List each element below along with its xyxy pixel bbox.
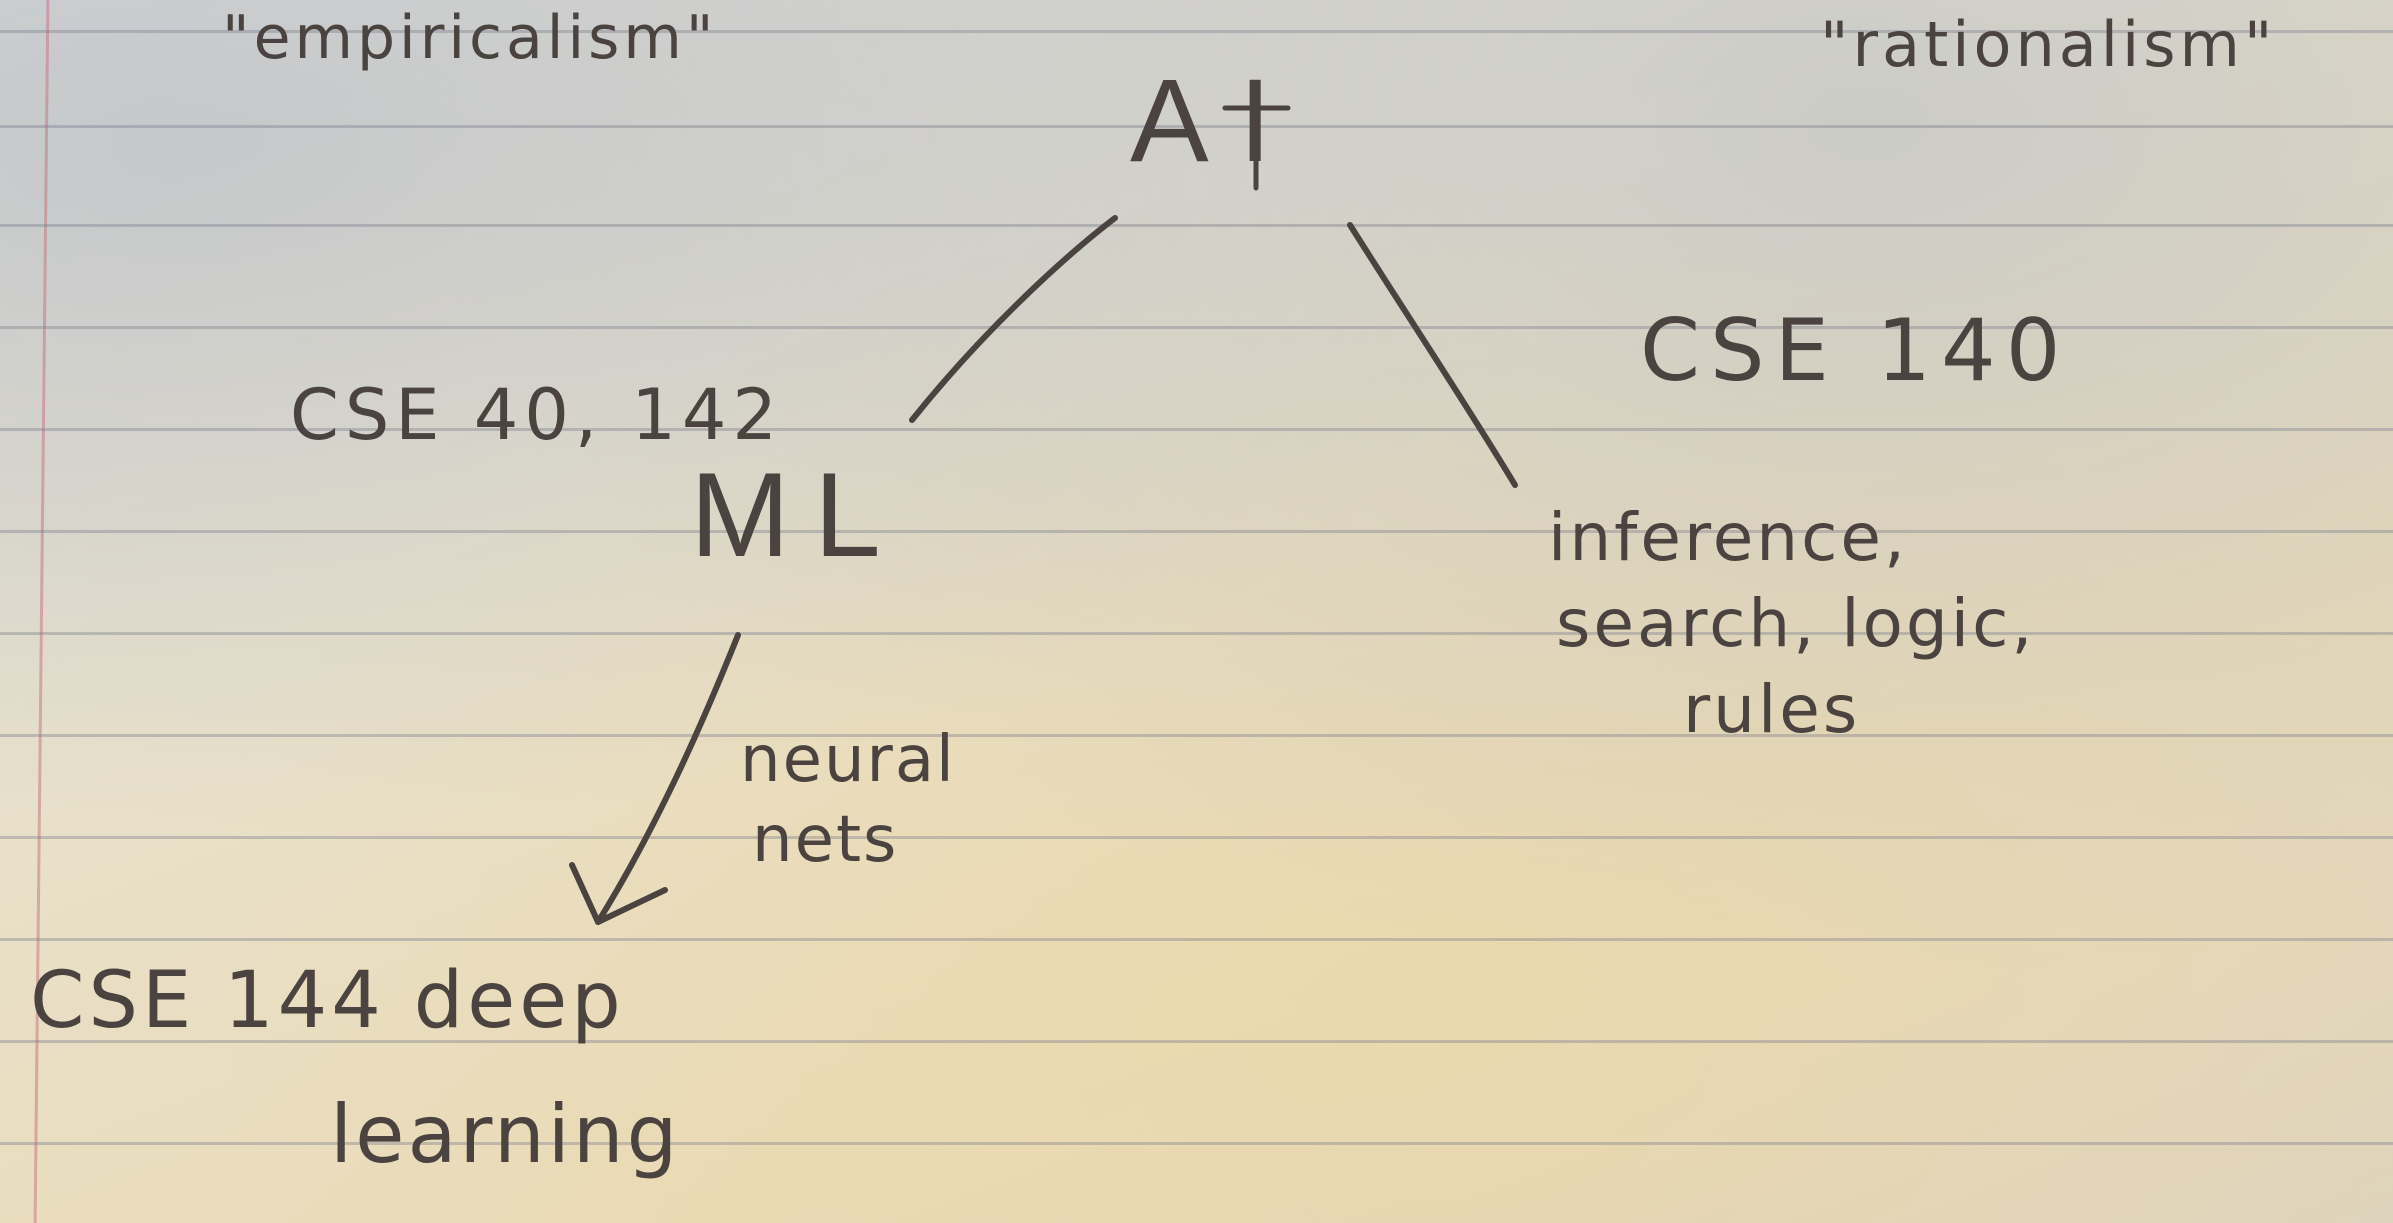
node-cse-144-deep: CSE 144 deep [30, 956, 625, 1046]
edge-ai-to-rules [1347, 222, 1518, 488]
edge-label-neural-nets: neural nets [740, 720, 956, 880]
ai-i-crossbar [1222, 105, 1291, 191]
ruled-line [0, 530, 2393, 533]
edge-ml-to-deep [595, 632, 741, 925]
node-ml: ML [690, 448, 905, 582]
ruled-line [0, 224, 2393, 227]
ruled-line [0, 1142, 2393, 1145]
edge-label-line: nets [752, 803, 899, 877]
edge-label-line: neural [740, 723, 956, 797]
arrowhead-icon [569, 862, 668, 925]
node-learning: learning [330, 1088, 681, 1181]
label-empiricalism: "empiricalism" [222, 3, 718, 73]
node-text-line: inference, [1548, 499, 1908, 576]
label-rationalism: "rationalism" [1820, 8, 2277, 81]
ruled-line [0, 326, 2393, 329]
node-ai: AI [1130, 55, 1302, 187]
node-text-line: rules [1683, 670, 1861, 748]
node-text-line: search, logic, [1556, 584, 2036, 662]
edge-ai-to-ml [909, 215, 1118, 423]
ruled-line [0, 428, 2393, 431]
ruled-line [0, 30, 2393, 33]
ruled-line [0, 938, 2393, 941]
ruled-line [0, 125, 2393, 128]
label-cse-140: CSE 140 [1640, 301, 2071, 401]
ruled-line [0, 632, 2393, 635]
label-cse-40-142: CSE 40, 142 [290, 374, 783, 456]
node-inference-search-logic-rules: inference, search, logic, rules [1548, 495, 2035, 752]
ruled-line [0, 734, 2393, 737]
ruled-line [0, 1040, 2393, 1043]
ruled-line [0, 836, 2393, 839]
